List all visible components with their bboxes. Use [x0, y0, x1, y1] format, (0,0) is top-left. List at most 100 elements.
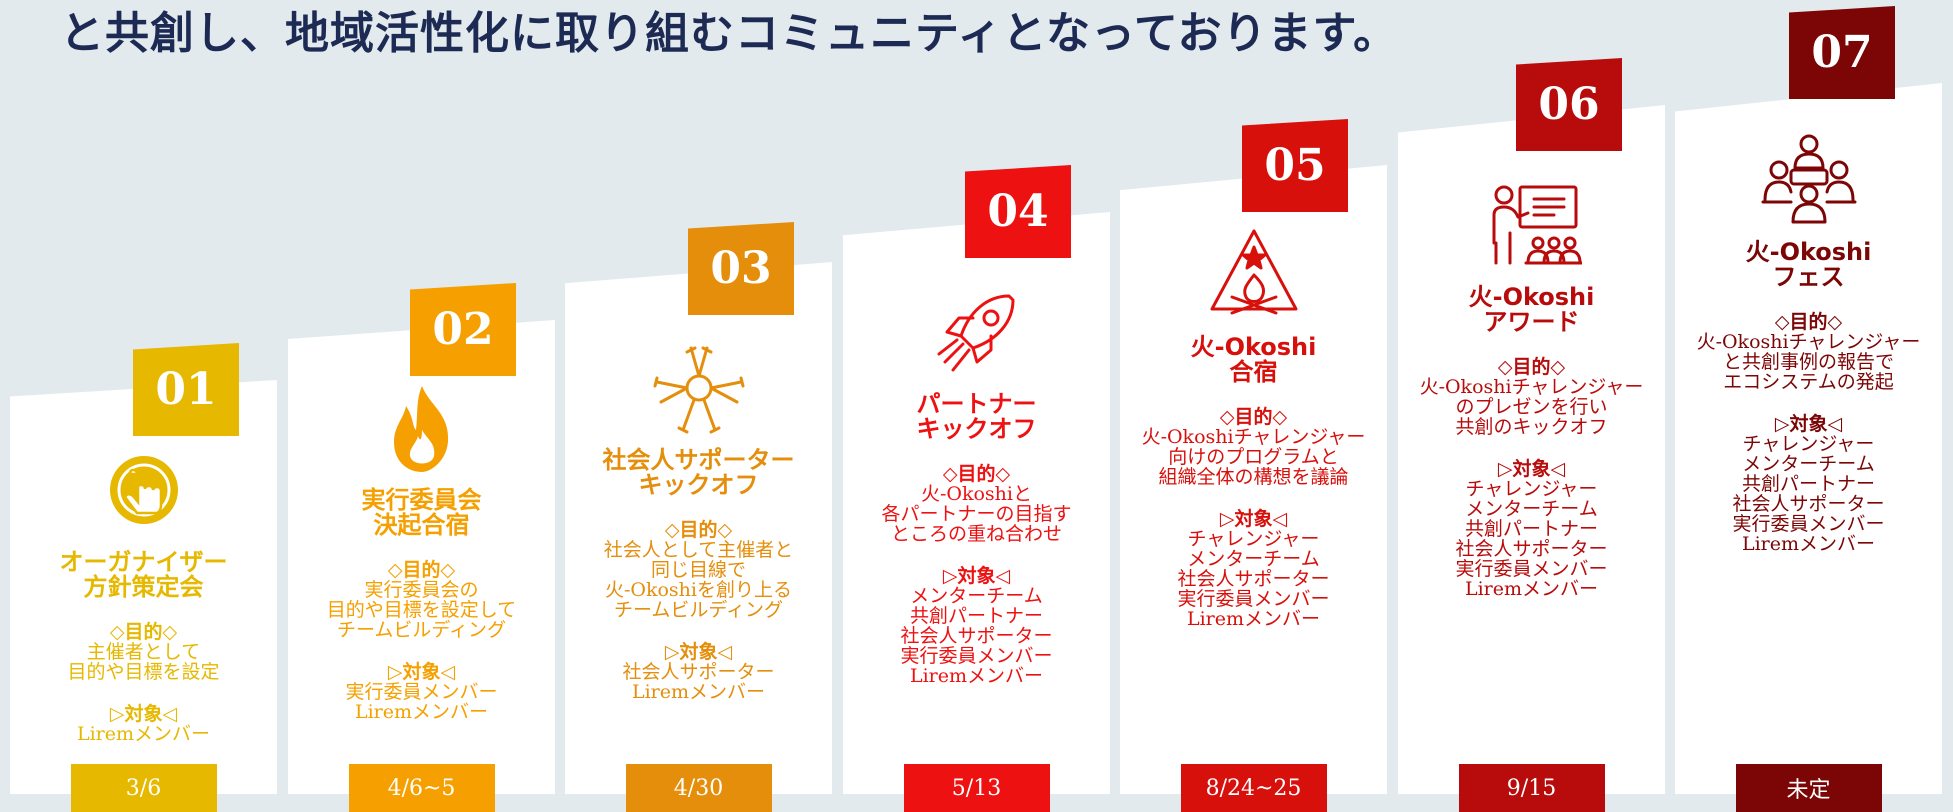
target-section-line: 実行委員メンバー — [1455, 558, 1608, 580]
target-section-line: Liremメンバー — [354, 701, 489, 723]
step-number-badge: 06 — [1516, 58, 1622, 151]
target-section-line: チャレンジャー — [1187, 528, 1320, 550]
purpose-section-line: 実行委員会の — [364, 579, 479, 601]
card-content: オーガナイザー方針策定会◇目的◇主催者として目的や目標を設定▷対象◁Liremメ… — [10, 440, 277, 766]
purpose-section-line: 火-Okoshiを創り上る — [604, 579, 792, 601]
purpose-section-line: 共創のキックオフ — [1455, 416, 1608, 438]
card-background — [1120, 165, 1387, 794]
step-number-badge: 03 — [688, 222, 794, 315]
card-background — [565, 262, 832, 794]
purpose-section: ◇目的◇社会人として主催者と同じ目線で火-Okoshiを創り上るチームビルディン… — [604, 520, 793, 620]
timeline-card-04: パートナーキックオフ ◇目的◇火-Okoshiと各パートナーの目指すところの重ね合… — [843, 165, 1110, 812]
target-section-line: Liremメンバー — [76, 723, 211, 745]
date-badge: 5/13 — [903, 764, 1050, 812]
purpose-section: ◇目的◇火-Okoshiと各パートナーの目指すところの重ね合わせ — [881, 464, 1071, 544]
purpose-section: ◇目的◇実行委員会の目的や目標を設定してチームビルディング — [327, 560, 516, 640]
purpose-section: ◇目的◇火-Okoshiチャレンジャーと共創事例の報告でエコシステムの発起 — [1697, 312, 1921, 392]
target-section-heading: ▷対象◁ — [1497, 458, 1566, 480]
card-title-line: 社会人サポーター — [602, 446, 795, 474]
card-title-line: 実行委員会 — [361, 486, 482, 514]
purpose-section-line: 各パートナーの目指す — [881, 503, 1072, 525]
target-section-line: メンターチーム — [1465, 498, 1598, 520]
target-section-line: Liremメンバー — [1186, 608, 1321, 630]
card-background — [10, 380, 277, 794]
presentation-icon — [1482, 175, 1582, 285]
target-section-line: 共創パートナー — [909, 605, 1043, 627]
target-section-line: 社会人サポーター — [1455, 538, 1608, 560]
headline: と共創し、地域活性化に取り組むコミュニティとなっております。 — [60, 8, 1399, 59]
purpose-section: ◇目的◇火-Okoshiチャレンジャー向けのプログラムと組織全体の構想を議論 — [1142, 407, 1366, 487]
target-section-line: 共創パートナー — [1464, 518, 1598, 540]
purpose-section: ◇目的◇火-Okoshiチャレンジャーのプレゼンを行い共創のキックオフ — [1420, 357, 1644, 437]
purpose-section-line: 火-Okoshiチャレンジャー — [1419, 376, 1644, 398]
step-number-badge: 02 — [410, 283, 516, 376]
target-section-line: 実行委員メンバー — [1732, 513, 1885, 535]
purpose-section-line: と共創事例の報告で — [1722, 351, 1894, 373]
purpose-section-heading: ◇目的◇ — [942, 463, 1011, 485]
card-content: 社会人サポーターキックオフ ◇目的◇社会人として主催者と同じ目線で火-Okoshi… — [565, 338, 832, 724]
target-section-line: 社会人サポーター — [1732, 493, 1885, 515]
target-section-heading: ▷対象◁ — [942, 565, 1011, 587]
date-badge: 未定 — [1735, 764, 1882, 812]
touch-icon — [94, 440, 194, 550]
timeline-card-01: オーガナイザー方針策定会◇目的◇主催者として目的や目標を設定▷対象◁Liremメ… — [10, 343, 277, 812]
target-section-heading: ▷対象◁ — [664, 641, 733, 663]
target-section-line: 共創パートナー — [1741, 473, 1875, 495]
step-number-badge: 07 — [1789, 6, 1895, 99]
purpose-section-line: 火-Okoshiチャレンジャー — [1141, 426, 1366, 448]
rocket-icon — [927, 282, 1027, 392]
meeting-icon — [1759, 130, 1859, 240]
target-section-heading: ▷対象◁ — [387, 661, 456, 683]
purpose-section-line: 目的や目標を設定 — [67, 661, 220, 683]
card-title-line: フェス — [1772, 263, 1845, 291]
card-title-line: 決起合宿 — [373, 511, 470, 539]
date-badge: 3/6 — [70, 764, 217, 812]
card-title-line: 火-Okoshi — [1745, 238, 1872, 266]
card-title: パートナーキックオフ — [917, 392, 1037, 442]
purpose-section-line: 社会人として主催者と — [603, 539, 794, 561]
purpose-section-line: 主催者として — [86, 641, 201, 663]
card-title-line: 火-Okoshi — [1468, 283, 1595, 311]
target-section-line: 実行委員メンバー — [345, 681, 498, 703]
card-background — [1398, 105, 1665, 794]
purpose-section-line: 同じ目線で — [650, 559, 746, 581]
purpose-section-heading: ◇目的◇ — [1497, 356, 1566, 378]
target-section-line: 社会人サポーター — [1177, 568, 1330, 590]
purpose-section-line: エコシステムの発起 — [1723, 371, 1894, 393]
date-badge: 4/30 — [625, 764, 772, 812]
target-section-heading: ▷対象◁ — [1774, 413, 1843, 435]
target-section-line: 社会人サポーター — [900, 625, 1053, 647]
purpose-section-heading: ◇目的◇ — [1219, 406, 1288, 428]
purpose-section-line: 火-Okoshiチャレンジャー — [1696, 331, 1921, 353]
card-title-line: パートナー — [916, 390, 1037, 418]
card-title-line: キックオフ — [638, 471, 759, 499]
timeline-card-03: 社会人サポーターキックオフ ◇目的◇社会人として主催者と同じ目線で火-Okoshi… — [565, 222, 832, 812]
step-number-badge: 04 — [965, 165, 1071, 258]
purpose-section-line: 組織全体の構想を議論 — [1158, 466, 1349, 488]
card-title-line: アワード — [1483, 308, 1580, 336]
purpose-section-line: 火-Okoshiと — [920, 483, 1032, 505]
target-section-line: Liremメンバー — [909, 665, 1044, 687]
card-content: 実行委員会決起合宿 ◇目的◇実行委員会の目的や目標を設定してチームビルディング ▷対… — [288, 378, 555, 744]
card-title-line: 火-Okoshi — [1190, 333, 1317, 361]
card-content: パートナーキックオフ ◇目的◇火-Okoshiと各パートナーの目指すところの重ね合… — [843, 282, 1110, 708]
purpose-section-line: ところの重ね合わせ — [890, 523, 1062, 545]
target-section-line: Liremメンバー — [631, 681, 766, 703]
target-section-line: Liremメンバー — [1464, 578, 1599, 600]
target-section-line: チャレンジャー — [1465, 478, 1598, 500]
purpose-section-heading: ◇目的◇ — [387, 559, 456, 581]
target-section-heading: ▷対象◁ — [109, 703, 178, 725]
target-section-line: チャレンジャー — [1742, 433, 1875, 455]
target-section-line: 実行委員メンバー — [900, 645, 1053, 667]
